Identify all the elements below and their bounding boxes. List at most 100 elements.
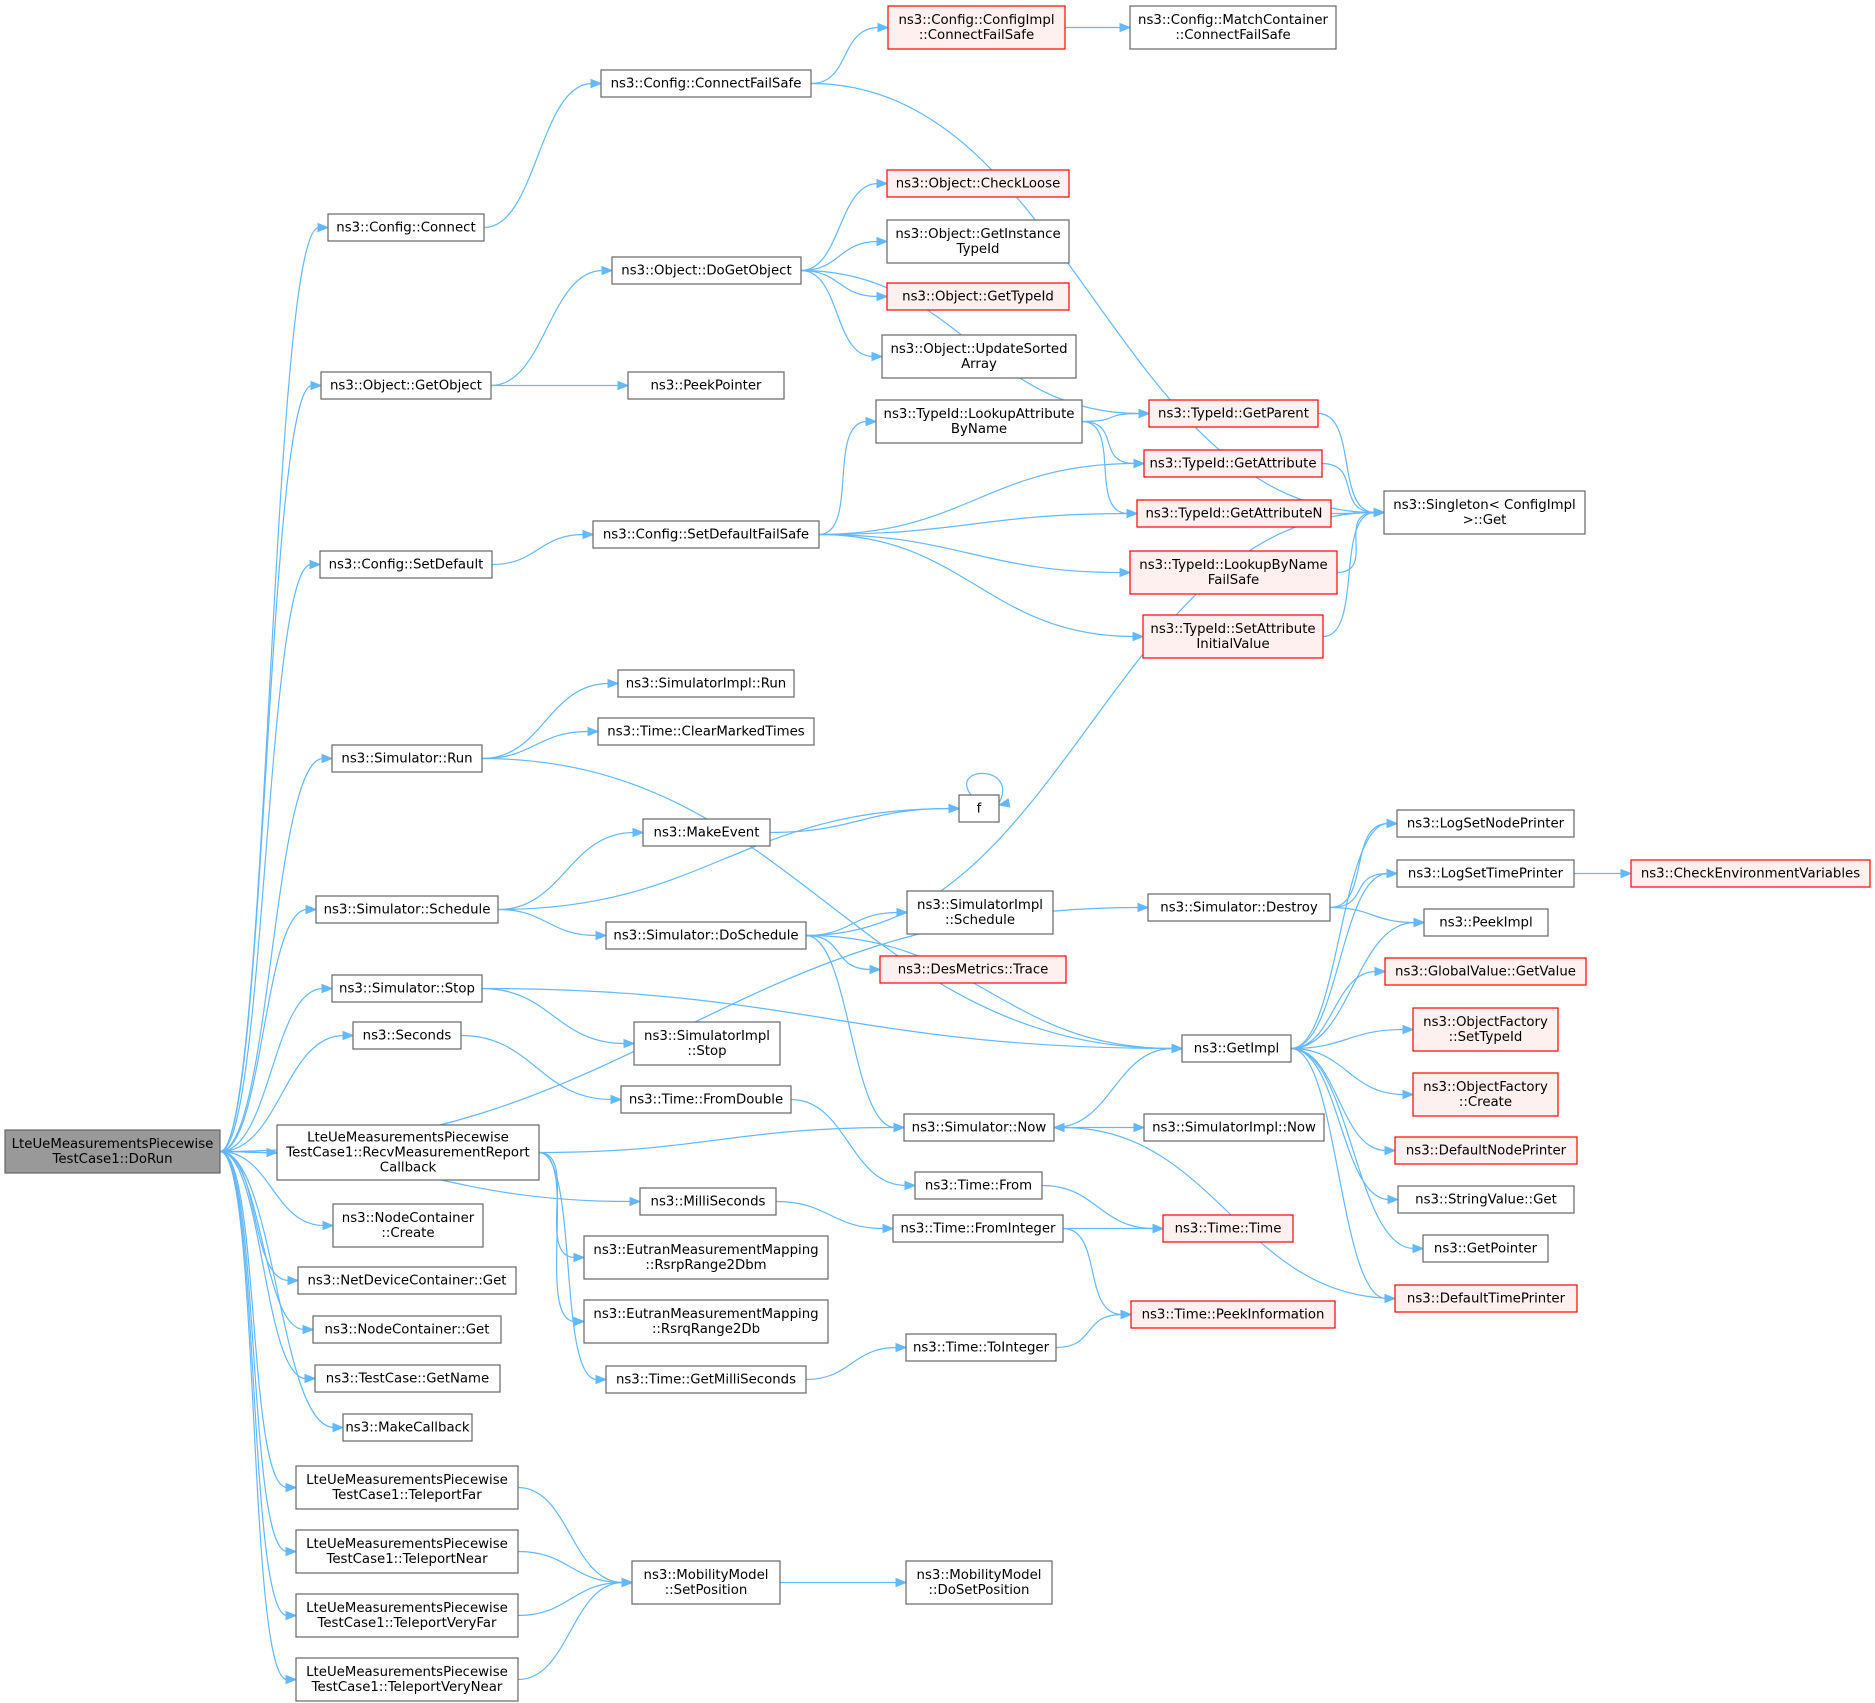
node-tid_getattributen[interactable]: ns3::TypeId::GetAttributeN: [1136, 499, 1332, 528]
node-label-line: ns3::CheckEnvironmentVariables: [1641, 867, 1860, 882]
node-time_peekinfo[interactable]: ns3::Time::PeekInformation: [1130, 1300, 1336, 1329]
node-sim_run[interactable]: ns3::Simulator::Run: [331, 744, 483, 773]
node-desmetrics_trace[interactable]: ns3::DesMetrics::Trace: [879, 955, 1067, 984]
node-sim_doschedule[interactable]: ns3::Simulator::DoSchedule: [605, 921, 807, 950]
node-sim_now[interactable]: ns3::Simulator::Now: [903, 1113, 1055, 1142]
node-root[interactable]: LteUeMeasurementsPiecewiseTestCase1::DoR…: [4, 1129, 221, 1174]
node-obj_gettypeid[interactable]: ns3::Object::GetTypeId: [886, 282, 1070, 311]
node-logsettimeprinter[interactable]: ns3::LogSetTimePrinter: [1396, 859, 1575, 888]
node-mm_setposition[interactable]: ns3::MobilityModel::SetPosition: [631, 1560, 781, 1605]
node-time_clearmarked[interactable]: ns3::Time::ClearMarkedTimes: [597, 717, 815, 746]
node-obj_dogetobject[interactable]: ns3::Object::DoGetObject: [611, 256, 802, 285]
node-cfg_cfs[interactable]: ns3::Config::ConnectFailSafe: [600, 69, 812, 98]
node-label-line: InitialValue: [1196, 637, 1269, 652]
node-simimpl_schedule[interactable]: ns3::SimulatorImpl::Schedule: [906, 890, 1054, 935]
node-matchc_cfs[interactable]: ns3::Config::MatchContainer::ConnectFail…: [1129, 5, 1337, 50]
node-box: [597, 717, 815, 746]
node-eutran_rsrq[interactable]: ns3::EutranMeasurementMapping::RsrqRange…: [583, 1299, 829, 1344]
node-mm_dosetposition[interactable]: ns3::MobilityModel::DoSetPosition: [905, 1560, 1053, 1605]
node-getpointer[interactable]: ns3::GetPointer: [1422, 1234, 1549, 1263]
node-sim_destroy[interactable]: ns3::Simulator::Destroy: [1147, 893, 1331, 922]
node-time_time[interactable]: ns3::Time::Time: [1162, 1214, 1294, 1243]
node-simimpl_stop[interactable]: ns3::SimulatorImpl::Stop: [633, 1021, 781, 1066]
edge-root-to-sim_run: [219, 753, 334, 1153]
edge-obj_dogetobject-to-obj_updatesorted: [800, 269, 884, 362]
node-teleportfar[interactable]: LteUeMeasurementsPiecewiseTestCase1::Tel…: [295, 1465, 519, 1510]
node-box: [886, 169, 1070, 198]
node-stringvalue_get[interactable]: ns3::StringValue::Get: [1397, 1185, 1575, 1214]
node-milliseconds[interactable]: ns3::MilliSeconds: [639, 1187, 777, 1216]
node-nc_get[interactable]: ns3::NodeContainer::Get: [312, 1315, 502, 1344]
edge-sim_now-to-getimpl: [1053, 1043, 1184, 1129]
node-gv_getvalue[interactable]: ns3::GlobalValue::GetValue: [1384, 957, 1587, 986]
node-singleton_get[interactable]: ns3::Singleton< ConfigImpl>::Get: [1383, 490, 1586, 535]
node-simimpl_run[interactable]: ns3::SimulatorImpl::Run: [617, 669, 795, 698]
node-cfg_connect[interactable]: ns3::Config::Connect: [327, 213, 485, 242]
node-teleportverynear[interactable]: LteUeMeasurementsPiecewiseTestCase1::Tel…: [295, 1657, 519, 1702]
node-peekpointer[interactable]: ns3::PeekPointer: [627, 371, 785, 400]
node-sim_schedule[interactable]: ns3::Simulator::Schedule: [315, 895, 499, 924]
edge-arrowhead: [321, 753, 334, 764]
node-label-line: ns3::DefaultNodePrinter: [1406, 1144, 1567, 1159]
node-obj_checkloose[interactable]: ns3::Object::CheckLoose: [886, 169, 1070, 198]
edge-line: [538, 1126, 896, 1154]
node-checkenv[interactable]: ns3::CheckEnvironmentVariables: [1630, 859, 1871, 888]
node-simimpl_now[interactable]: ns3::SimulatorImpl::Now: [1143, 1113, 1325, 1142]
node-eutran_rsrp[interactable]: ns3::EutranMeasurementMapping::RsrpRange…: [583, 1235, 829, 1280]
node-teleportveryfar[interactable]: LteUeMeasurementsPiecewiseTestCase1::Tel…: [295, 1593, 519, 1638]
node-makeevent[interactable]: ns3::MakeEvent: [642, 818, 771, 847]
node-defaulttimeprinter[interactable]: ns3::DefaultTimePrinter: [1394, 1284, 1578, 1313]
node-box: [1162, 1214, 1294, 1243]
node-obj_getobject[interactable]: ns3::Object::GetObject: [320, 371, 492, 400]
node-peekimpl[interactable]: ns3::PeekImpl: [1423, 908, 1549, 937]
node-defaultnodeprinter[interactable]: ns3::DefaultNodePrinter: [1394, 1136, 1578, 1165]
node-time_fromdouble[interactable]: ns3::Time::FromDouble: [620, 1085, 792, 1114]
node-getimpl[interactable]: ns3::GetImpl: [1181, 1034, 1292, 1063]
node-of_create[interactable]: ns3::ObjectFactory::Create: [1412, 1072, 1559, 1117]
node-sim_stop[interactable]: ns3::Simulator::Stop: [331, 974, 483, 1003]
node-seconds[interactable]: ns3::Seconds: [352, 1021, 462, 1050]
edge-line: [219, 1150, 288, 1553]
edge-arrowhead: [1171, 1043, 1184, 1054]
node-time_tointeger[interactable]: ns3::Time::ToInteger: [905, 1333, 1057, 1362]
edge-arrowhead: [882, 1223, 895, 1234]
node-time_getms[interactable]: ns3::Time::GetMilliSeconds: [605, 1365, 807, 1394]
node-logsetnodeprinter[interactable]: ns3::LogSetNodePrinter: [1396, 809, 1575, 838]
node-of_settypeid[interactable]: ns3::ObjectFactory::SetTypeId: [1412, 1007, 1559, 1052]
node-box: [906, 890, 1054, 935]
node-testcase_getname[interactable]: ns3::TestCase::GetName: [314, 1364, 501, 1393]
node-recvcb[interactable]: LteUeMeasurementsPiecewiseTestCase1::Rec…: [276, 1124, 540, 1181]
node-box: [1412, 1072, 1559, 1117]
edge-line: [1041, 1184, 1155, 1230]
node-f[interactable]: f: [958, 794, 1000, 823]
node-box: [332, 1203, 484, 1248]
node-tid_getattribute[interactable]: ns3::TypeId::GetAttribute: [1143, 449, 1323, 478]
node-time_frominteger[interactable]: ns3::Time::FromInteger: [892, 1214, 1064, 1243]
edge-arrowhead: [321, 983, 334, 994]
node-cfg_setdefault[interactable]: ns3::Config::SetDefault: [319, 550, 493, 579]
edge-cfg_connect-to-cfg_cfs: [483, 78, 603, 229]
node-box: [592, 520, 820, 549]
edge-arrowhead: [1119, 22, 1132, 33]
node-cfg_setdefaultfs[interactable]: ns3::Config::SetDefaultFailSafe: [592, 520, 820, 549]
node-label-line: ns3::Singleton< ConfigImpl: [1393, 498, 1575, 513]
node-label-line: ns3::DesMetrics::Trace: [898, 963, 1049, 978]
node-box: [327, 213, 485, 242]
node-teleportnear[interactable]: LteUeMeasurementsPiecewiseTestCase1::Tel…: [295, 1529, 519, 1574]
node-nc_create[interactable]: ns3::NodeContainer::Create: [332, 1203, 484, 1248]
node-makecallback[interactable]: ns3::MakeCallback: [342, 1413, 473, 1442]
edge-line: [219, 987, 324, 1153]
node-tid_getparent[interactable]: ns3::TypeId::GetParent: [1148, 399, 1319, 428]
edge-line: [775, 1200, 885, 1230]
node-ndc_get[interactable]: ns3::NetDeviceContainer::Get: [297, 1266, 517, 1295]
edge-line: [219, 1150, 325, 1227]
node-cfgimpl_cfs[interactable]: ns3::Config::ConfigImpl::ConnectFailSafe: [887, 5, 1066, 50]
node-label-line: ns3::GlobalValue::GetValue: [1395, 965, 1576, 980]
node-label-line: ::ConnectFailSafe: [919, 28, 1034, 43]
node-time_from[interactable]: ns3::Time::From: [914, 1171, 1043, 1200]
